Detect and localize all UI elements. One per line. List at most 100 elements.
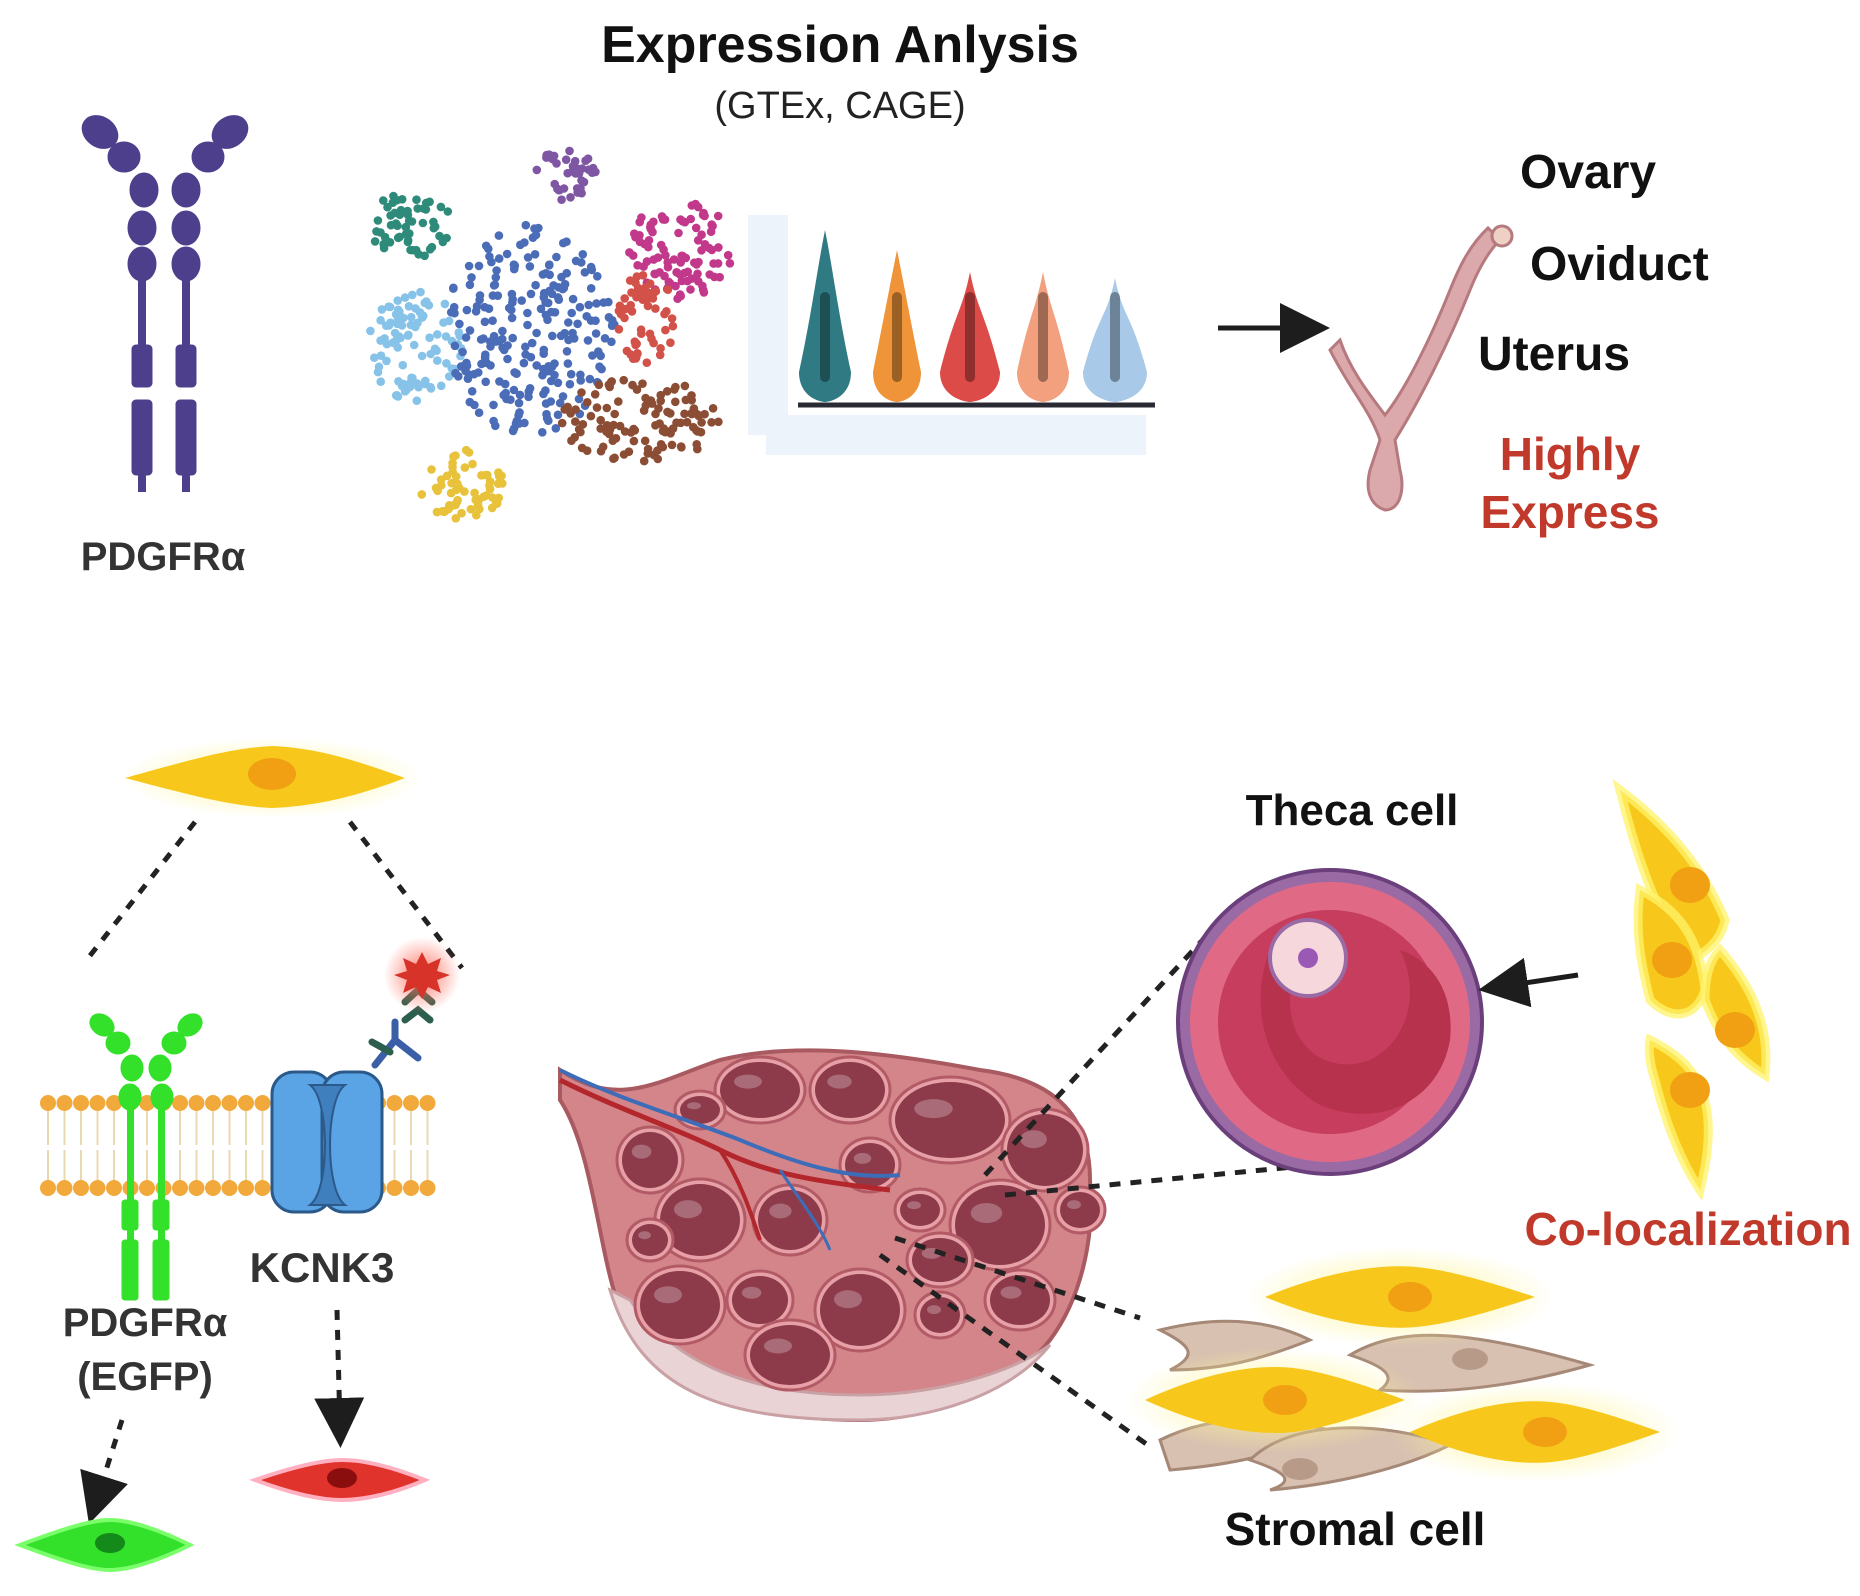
- cluster-dot: [417, 490, 427, 499]
- cluster-dot: [497, 471, 506, 481]
- cluster-dot: [666, 338, 675, 348]
- cluster-dot: [382, 339, 392, 349]
- cluster-dot: [448, 467, 458, 477]
- cluster-dot: [523, 308, 532, 318]
- follicle-shine: [914, 1099, 953, 1119]
- cluster-dot: [622, 346, 632, 356]
- cluster-dot: [697, 230, 706, 239]
- cluster-dot: [402, 385, 411, 395]
- cluster-dot: [403, 237, 413, 247]
- cluster-dot: [443, 207, 453, 216]
- cluster-dot: [427, 465, 436, 474]
- lipid-head: [89, 1095, 106, 1111]
- cluster-dot: [577, 443, 587, 453]
- lipid-head: [386, 1095, 403, 1111]
- cluster-dot: [437, 481, 446, 490]
- cluster-dot: [573, 319, 582, 329]
- cluster-dot: [671, 397, 680, 407]
- cluster-dot: [508, 298, 517, 307]
- cluster-dot: [598, 442, 608, 452]
- cluster-dot: [600, 334, 610, 343]
- cluster-dot: [412, 195, 421, 204]
- cluster-dot: [647, 399, 657, 408]
- cluster-dot: [640, 436, 650, 446]
- cell-nucleus: [1670, 867, 1710, 903]
- violin-shape: [1083, 278, 1147, 402]
- cluster-dot: [408, 373, 417, 383]
- cluster-dot: [635, 217, 644, 227]
- cluster-dot: [553, 410, 563, 420]
- cluster-dot: [615, 421, 625, 431]
- cluster-dot: [608, 319, 617, 328]
- cluster-dot: [667, 440, 677, 450]
- cluster-dot: [475, 291, 485, 300]
- cluster-dot: [674, 228, 683, 238]
- cluster-dot: [392, 391, 402, 400]
- cluster-dot: [649, 217, 658, 227]
- cluster-dot: [707, 418, 716, 427]
- cluster-dot: [648, 227, 657, 237]
- cluster-dot: [655, 350, 665, 360]
- cluster-dot: [461, 333, 471, 342]
- cluster-dot: [563, 402, 572, 412]
- cluster-dot: [661, 325, 670, 335]
- follicle-shine: [764, 1338, 792, 1354]
- lipid-head: [221, 1095, 238, 1111]
- highlight-line-2: Express: [1480, 486, 1659, 538]
- cluster-dot: [557, 418, 567, 428]
- cluster-dot: [489, 281, 499, 290]
- cluster-dot: [407, 217, 417, 226]
- cluster-dot: [442, 233, 451, 243]
- cluster-dot: [417, 351, 427, 361]
- cluster-dot: [555, 398, 565, 408]
- cluster-dot: [642, 257, 652, 266]
- ovary-follicle: [732, 1276, 788, 1324]
- cluster-dot: [552, 252, 561, 262]
- cluster-dot: [509, 264, 519, 274]
- cluster-dot: [526, 289, 536, 299]
- lipid-head: [73, 1180, 89, 1196]
- cluster-dot: [474, 261, 484, 271]
- cluster-dot: [619, 375, 628, 385]
- lipid-head: [56, 1180, 73, 1196]
- cluster-dot: [658, 442, 668, 452]
- lipid-head: [403, 1095, 419, 1111]
- cluster-dot: [430, 222, 440, 231]
- cluster-dot: [614, 325, 624, 334]
- cluster-dot: [382, 356, 391, 366]
- cluster-dot: [625, 276, 635, 285]
- cluster-dot: [376, 377, 386, 387]
- cluster-dot: [379, 243, 389, 253]
- cluster-dot: [446, 488, 456, 498]
- red-cell: [249, 1457, 431, 1503]
- cluster-dot: [542, 153, 551, 162]
- cluster-dot: [495, 377, 504, 386]
- cluster-dot: [472, 302, 482, 311]
- cluster-dot: [477, 359, 486, 369]
- cluster-dot: [514, 398, 524, 408]
- lipid-head: [238, 1095, 254, 1111]
- cluster-dot: [567, 308, 576, 318]
- ovary-follicle: [990, 1275, 1050, 1325]
- cluster-dot: [683, 267, 693, 277]
- cluster-dot: [401, 229, 411, 239]
- cluster-dot: [649, 288, 659, 297]
- cluster-dot: [657, 212, 667, 221]
- cluster-dot: [491, 337, 501, 346]
- cluster-dot: [485, 484, 495, 494]
- cluster-dot: [565, 146, 574, 156]
- cluster-dot: [576, 370, 585, 380]
- cluster-dot: [376, 351, 386, 361]
- cluster-dot: [641, 393, 650, 403]
- cluster-dot: [686, 214, 695, 224]
- cluster-dot: [583, 398, 592, 407]
- cluster-dot: [385, 302, 395, 312]
- cluster-dot: [614, 397, 623, 406]
- cluster-dot: [512, 369, 521, 379]
- cluster-dot: [415, 308, 425, 317]
- cluster-dot: [425, 333, 434, 343]
- lipid-head: [221, 1180, 238, 1196]
- cluster-dot: [615, 301, 625, 311]
- lipid-head: [40, 1095, 56, 1111]
- lipid-head: [172, 1180, 188, 1196]
